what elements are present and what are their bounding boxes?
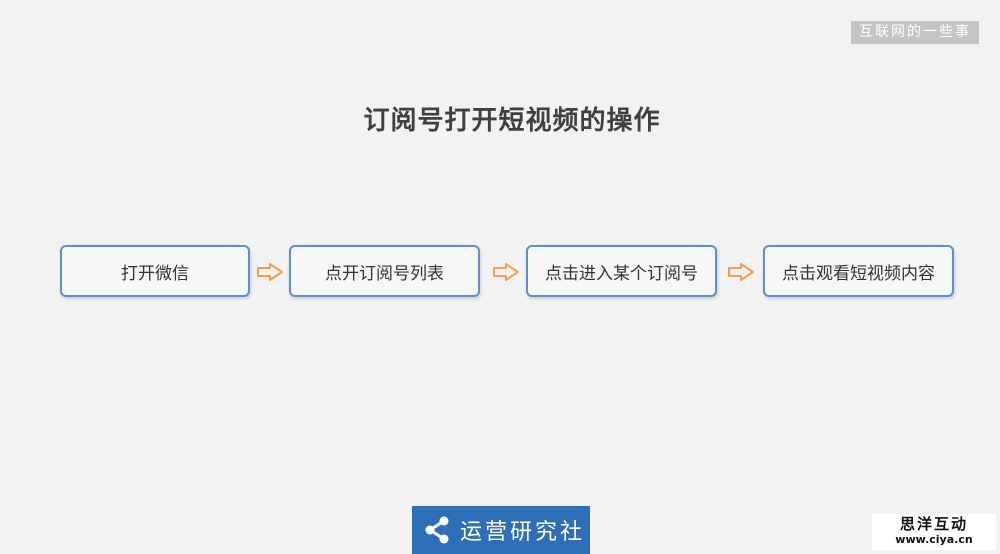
- brand-name: 思洋互动: [899, 515, 968, 533]
- hollow-right-arrow-icon: [257, 263, 283, 281]
- step-watch-short-video: 点击观看短视频内容: [763, 245, 954, 297]
- brand-watermark: 思洋互动 www.ciya.cn: [872, 514, 996, 550]
- logo-text: 运营研究社: [460, 520, 586, 545]
- brand-url: www.ciya.cn: [895, 533, 973, 546]
- step-label: 点开订阅号列表: [325, 263, 444, 284]
- watermark: 互联网的一些事: [851, 21, 979, 44]
- step-label: 点击进入某个订阅号: [545, 263, 698, 284]
- brand-logo: 运营研究社: [412, 506, 590, 554]
- share-icon: [425, 516, 449, 544]
- step-enter-subscription-account: 点击进入某个订阅号: [526, 245, 717, 297]
- hollow-right-arrow-icon: [728, 263, 754, 281]
- step-open-wechat: 打开微信: [60, 245, 250, 297]
- diagram-title: 订阅号打开短视频的操作: [363, 106, 661, 136]
- hollow-right-arrow-icon: [493, 263, 519, 281]
- step-open-subscription-list: 点开订阅号列表: [289, 245, 480, 297]
- step-label: 点击观看短视频内容: [782, 263, 935, 284]
- step-label: 打开微信: [121, 263, 189, 284]
